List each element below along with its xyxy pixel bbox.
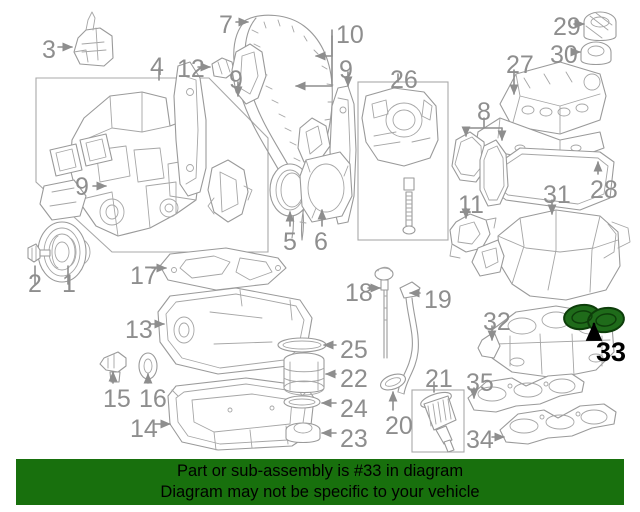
part-21-oil-filter-box bbox=[411, 389, 465, 453]
callout-label-19: 19 bbox=[424, 286, 452, 314]
callout-label-1: 1 bbox=[62, 270, 76, 298]
callout-label-17: 17 bbox=[130, 262, 158, 290]
part-10-tensioner-shoes bbox=[231, 43, 331, 163]
callout-label-7: 7 bbox=[219, 11, 233, 39]
part-4-cylinder-block bbox=[39, 91, 201, 237]
callout-label-2: 2 bbox=[28, 270, 42, 298]
part-1-crankshaft-pulley bbox=[37, 221, 91, 283]
part-34-intake-gasket bbox=[499, 403, 617, 445]
callout-label-34: 34 bbox=[466, 426, 494, 454]
part-31-intake-manifold bbox=[471, 209, 631, 301]
callout-label-27: 27 bbox=[506, 51, 534, 79]
part-3-bracket bbox=[73, 11, 114, 67]
part-9c-bracket bbox=[207, 159, 253, 223]
callout-label-28: 28 bbox=[590, 176, 618, 204]
callout-label-3: 3 bbox=[42, 36, 56, 64]
callout-label-26: 26 bbox=[390, 66, 418, 94]
callout-label-8: 8 bbox=[477, 98, 491, 126]
callout-label-22: 22 bbox=[340, 365, 368, 393]
callout-label-29: 29 bbox=[553, 13, 581, 41]
part-2-pulley-bolt bbox=[27, 243, 51, 263]
part-35-intake-gasket bbox=[467, 373, 585, 413]
callout-label-24: 24 bbox=[340, 395, 368, 423]
callout-label-5: 5 bbox=[283, 228, 297, 256]
callout-label-9a: 9 bbox=[229, 66, 243, 94]
callout-label-32: 32 bbox=[483, 308, 511, 336]
part-9a-chain-guide bbox=[173, 61, 207, 197]
callout-label-31: 31 bbox=[543, 181, 571, 209]
part-6-timing-cover bbox=[299, 151, 353, 223]
callout-label-4: 4 bbox=[150, 53, 164, 81]
part-22-oil-filter-housing bbox=[283, 352, 325, 396]
part-29-oil-filler-cap bbox=[583, 11, 617, 42]
part-26-oil-pump-box bbox=[357, 81, 449, 241]
notice-line-1: Part or sub-assembly is #33 in diagram bbox=[176, 462, 464, 480]
part-4-block-enclosure bbox=[35, 77, 269, 253]
callout-label-11: 11 bbox=[458, 191, 484, 219]
part-30-cap-seal bbox=[580, 41, 612, 66]
part-17-oil-baffle bbox=[159, 247, 287, 291]
part-20-o-ring bbox=[380, 373, 406, 391]
callout-label-23: 23 bbox=[340, 425, 368, 453]
part-25-oil-cooler-gasket bbox=[277, 337, 327, 353]
callout-label-12: 12 bbox=[177, 55, 205, 83]
part-24-o-ring bbox=[283, 395, 321, 409]
part-8-gaskets bbox=[451, 131, 509, 207]
callout-label-33: 33 bbox=[596, 337, 627, 367]
callout-label-30: 30 bbox=[550, 41, 578, 69]
callout-label-15: 15 bbox=[103, 385, 131, 413]
part-18-dipstick bbox=[374, 266, 394, 359]
callout-leaders bbox=[34, 17, 603, 442]
callout-label-6: 6 bbox=[314, 228, 328, 256]
notice-line-2: Diagram may not be specific to your vehi… bbox=[160, 483, 480, 501]
part-23-filter-cap bbox=[285, 422, 321, 444]
callout-label-20: 20 bbox=[385, 412, 413, 440]
callout-label-9b: 9 bbox=[339, 56, 353, 84]
callout-label-21: 21 bbox=[425, 365, 453, 393]
callout-label-16: 16 bbox=[139, 385, 167, 413]
notice-banner: Part or sub-assembly is #33 in diagram D… bbox=[16, 459, 624, 505]
callout-label-14: 14 bbox=[130, 415, 158, 443]
callout-label-13: 13 bbox=[125, 316, 153, 344]
callout-label-18: 18 bbox=[345, 279, 373, 307]
callout-label-9c: 9 bbox=[75, 173, 89, 201]
callout-label-25: 25 bbox=[340, 336, 368, 364]
callout-label-35: 35 bbox=[466, 369, 494, 397]
callout-label-10: 10 bbox=[336, 21, 364, 49]
part-13-upper-oil-pan bbox=[157, 287, 313, 375]
